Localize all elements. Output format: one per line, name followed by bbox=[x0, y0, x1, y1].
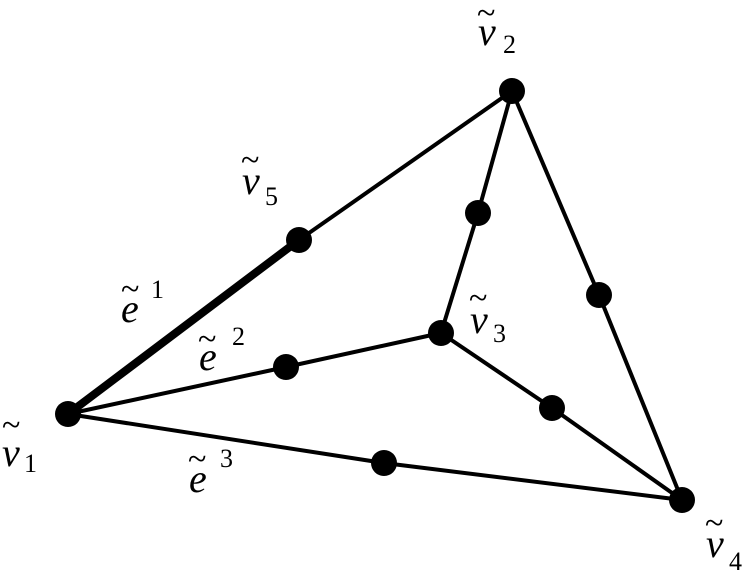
vertex-v1 bbox=[55, 401, 81, 427]
edge-v2-m23 bbox=[476, 89, 514, 215]
svg-text:v: v bbox=[478, 9, 496, 54]
svg-text:2: 2 bbox=[503, 30, 516, 59]
svg-text:2: 2 bbox=[232, 322, 245, 351]
vertex-v2 bbox=[499, 78, 525, 104]
svg-text:~: ~ bbox=[469, 280, 487, 317]
svg-text:e: e bbox=[189, 456, 207, 501]
node-m34 bbox=[539, 395, 565, 421]
svg-text:~: ~ bbox=[198, 321, 216, 358]
label-v3: ~ v 3 bbox=[469, 280, 506, 348]
edge-e3-part2 bbox=[382, 461, 684, 502]
svg-text:3: 3 bbox=[220, 444, 233, 473]
label-v4: ~ v 4 bbox=[705, 505, 742, 574]
svg-text:~: ~ bbox=[705, 505, 723, 542]
edge-e3-part1 bbox=[66, 412, 386, 465]
edge-v3-m34 bbox=[439, 331, 554, 410]
edge-v2-m24 bbox=[510, 89, 601, 297]
svg-text:v: v bbox=[706, 521, 724, 566]
edge-v5-v2 bbox=[297, 89, 514, 242]
svg-text:v: v bbox=[242, 158, 260, 203]
svg-text:1: 1 bbox=[151, 275, 164, 304]
svg-text:5: 5 bbox=[265, 182, 278, 211]
edge-m23-v3 bbox=[439, 211, 480, 335]
edge-m24-v4 bbox=[597, 293, 684, 502]
label-e2: ~ e 2 bbox=[198, 321, 245, 379]
edge-e2-part2 bbox=[284, 331, 443, 369]
node-m23 bbox=[465, 200, 491, 226]
edge-m34-v4 bbox=[550, 406, 684, 502]
label-v5: ~ v 5 bbox=[241, 142, 278, 211]
svg-text:~: ~ bbox=[241, 142, 259, 179]
svg-text:~: ~ bbox=[188, 441, 206, 478]
svg-text:~: ~ bbox=[2, 407, 20, 444]
edges bbox=[64, 89, 684, 502]
svg-text:e: e bbox=[121, 286, 139, 331]
node-m24 bbox=[586, 282, 612, 308]
label-e1: ~ e 1 bbox=[121, 271, 164, 331]
svg-text:~: ~ bbox=[477, 0, 495, 32]
svg-text:v: v bbox=[2, 430, 20, 475]
svg-text:~: ~ bbox=[121, 271, 139, 308]
node-m13 bbox=[273, 354, 299, 380]
vertex-v3 bbox=[428, 320, 454, 346]
svg-text:4: 4 bbox=[729, 547, 742, 574]
nodes bbox=[55, 78, 695, 513]
svg-text:v: v bbox=[470, 297, 488, 342]
label-v2: ~ v 2 bbox=[477, 0, 516, 59]
vertex-v5 bbox=[286, 227, 312, 253]
label-e3: ~ e 3 bbox=[188, 441, 233, 501]
edge-e2-part1 bbox=[66, 365, 288, 416]
svg-text:e: e bbox=[199, 334, 217, 379]
node-m14 bbox=[371, 450, 397, 476]
vertex-v4 bbox=[669, 487, 695, 513]
label-v1: ~ v 1 bbox=[2, 407, 37, 478]
svg-text:3: 3 bbox=[493, 319, 506, 348]
edge-e1-thick bbox=[64, 236, 303, 418]
svg-text:1: 1 bbox=[24, 449, 37, 478]
